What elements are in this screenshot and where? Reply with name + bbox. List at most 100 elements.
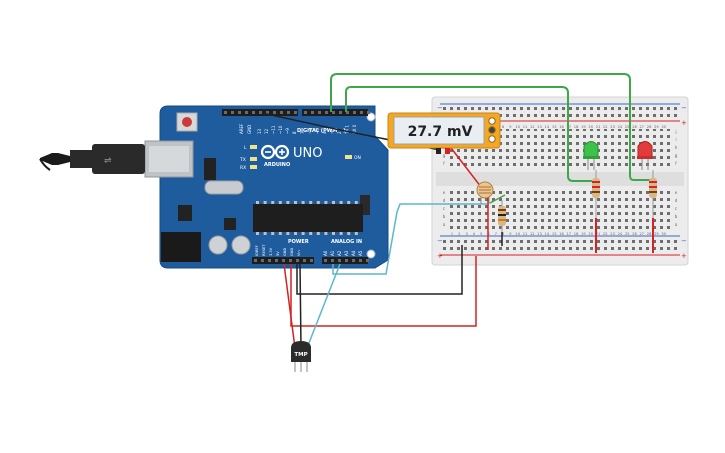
on-led-label: ON bbox=[354, 155, 361, 161]
breadboard-column-label: 27 bbox=[640, 125, 645, 129]
breadboard-column-label: 15 bbox=[552, 125, 557, 129]
analog-pin-label: A3 bbox=[344, 250, 349, 256]
breadboard-column-label: 3 bbox=[465, 232, 467, 236]
analog-pin-label: A0 bbox=[323, 250, 328, 256]
svg-text:+: + bbox=[437, 252, 443, 260]
breadboard-row-label: b bbox=[443, 214, 446, 219]
meter-terminal-com[interactable] bbox=[488, 126, 496, 134]
analog-pin-label: A1 bbox=[330, 250, 335, 256]
breadboard-column-label: 8 bbox=[502, 232, 505, 236]
digital-pin-label: 7 bbox=[300, 131, 305, 134]
breadboard-row-label: g bbox=[443, 153, 446, 158]
breadboard-column-label: 19 bbox=[581, 125, 586, 129]
breadboard-column-label: 1 bbox=[451, 232, 453, 236]
breadboard-row-label: e bbox=[675, 190, 678, 195]
photoresistor bbox=[476, 181, 494, 204]
digital-pin-label: ~11 bbox=[271, 125, 276, 134]
breadboard-row-label: h bbox=[675, 145, 678, 150]
wire-black-gnd bbox=[296, 245, 463, 295]
board-logo-text: UNO bbox=[293, 146, 322, 161]
breadboard-column-label: 26 bbox=[632, 232, 637, 236]
wire-green-led2 bbox=[345, 86, 595, 182]
power-pin-label: RESET bbox=[262, 244, 266, 256]
breadboard-row-label: b bbox=[675, 214, 678, 219]
svg-text:−: − bbox=[437, 237, 443, 245]
breadboard-row-label: d bbox=[675, 198, 678, 203]
analog-pin-label: A4 bbox=[351, 250, 356, 256]
breadboard-column-label: 2 bbox=[458, 232, 460, 236]
breadboard-column-label: 12 bbox=[530, 232, 535, 236]
digital-pin-label: 13 bbox=[257, 128, 262, 134]
meter-terminal-1[interactable] bbox=[488, 117, 496, 125]
analog-pin-label: A2 bbox=[337, 250, 342, 256]
digital-pin-label: 12 bbox=[264, 128, 269, 134]
breadboard-column-label: 13 bbox=[537, 125, 542, 129]
digital-pin-label: ~10 bbox=[278, 125, 283, 134]
usb-cable: ⇌ bbox=[39, 144, 145, 174]
meter-terminal-2[interactable] bbox=[488, 135, 496, 143]
breadboard-column-label: 13 bbox=[537, 232, 542, 236]
svg-text:−: − bbox=[437, 104, 443, 112]
wire-green-led1 bbox=[330, 73, 652, 181]
gnd-label: GND bbox=[247, 125, 252, 134]
breadboard-column-label: 11 bbox=[523, 125, 528, 129]
breadboard-row-label: a bbox=[675, 222, 678, 227]
digital-pin-label: 4 bbox=[322, 131, 327, 134]
breadboard-column-label: 23 bbox=[610, 232, 615, 236]
resistor-led-green bbox=[592, 170, 600, 218]
breadboard-row-label: e bbox=[443, 190, 446, 195]
svg-text:⇌: ⇌ bbox=[104, 156, 112, 166]
breadboard-column-label: 12 bbox=[530, 125, 535, 129]
digital-label: DIGITAL (PWM ~) bbox=[297, 128, 345, 134]
breadboard-column-label: 20 bbox=[588, 232, 593, 236]
breadboard-row-label: a bbox=[443, 222, 446, 227]
breadboard-column-label: 30 bbox=[661, 232, 666, 236]
board-brand-text: ARDUINO bbox=[264, 162, 290, 168]
multimeter-reading: 27.7 mV bbox=[408, 124, 473, 140]
power-pin-label: GND bbox=[283, 248, 287, 256]
power-pin-label: 3.3V bbox=[269, 247, 273, 256]
resistor-led-red bbox=[649, 170, 657, 218]
wires bbox=[261, 73, 654, 349]
breadboard-column-label: 22 bbox=[603, 125, 608, 129]
breadboard-column-label: 17 bbox=[567, 232, 572, 236]
digital-pin-label: RX 0 bbox=[352, 124, 357, 134]
breadboard-column-label: 29 bbox=[654, 232, 659, 236]
arduino-board: L TX RX ON UNO ARDUINO DIGITAL (PWM ~) P… bbox=[144, 105, 389, 269]
breadboard-column-label: 21 bbox=[596, 232, 601, 236]
breadboard-row-label: d bbox=[443, 198, 446, 203]
breadboard-column-label: 16 bbox=[559, 125, 564, 129]
breadboard-column-label: 22 bbox=[603, 232, 608, 236]
digital-pin-label: ~6 bbox=[307, 128, 312, 134]
svg-text:−: − bbox=[681, 104, 687, 112]
breadboard-column-label: 5 bbox=[480, 232, 482, 236]
digital-pin-label: ~5 bbox=[315, 128, 320, 134]
breadboard-column-label: 18 bbox=[574, 125, 579, 129]
wire-red-tmp bbox=[283, 263, 296, 349]
wire-red-5v bbox=[290, 256, 477, 327]
breadboard-column-label: 15 bbox=[552, 232, 557, 236]
breadboard-column-label: 25 bbox=[625, 125, 630, 129]
breadboard-column-label: 19 bbox=[581, 232, 586, 236]
breadboard-column-label: 9 bbox=[509, 125, 512, 129]
breadboard-column-label: 7 bbox=[495, 232, 497, 236]
multimeter: 27.7 mV bbox=[387, 112, 501, 154]
breadboard-row-label: f bbox=[675, 161, 677, 166]
power-jack bbox=[161, 232, 201, 262]
breadboard-row-label: f bbox=[443, 161, 445, 166]
breadboard-column-label: 26 bbox=[632, 125, 637, 129]
wire-cyan-tmp bbox=[306, 263, 341, 349]
breadboard-column-label: 9 bbox=[509, 232, 512, 236]
led-l-label: L bbox=[244, 145, 247, 151]
temperature-sensor: TMP bbox=[291, 341, 311, 372]
analog-label: ANALOG IN bbox=[331, 239, 362, 245]
digital-pin-label: ~9 bbox=[285, 128, 290, 134]
breadboard-row-label: i bbox=[675, 137, 676, 142]
analog-pin-label: A5 bbox=[358, 250, 363, 256]
breadboard-row-label: g bbox=[675, 153, 678, 158]
power-label: POWER bbox=[288, 239, 309, 245]
breadboard-column-label: 6 bbox=[487, 232, 490, 236]
breadboard-column-label: 11 bbox=[523, 232, 528, 236]
